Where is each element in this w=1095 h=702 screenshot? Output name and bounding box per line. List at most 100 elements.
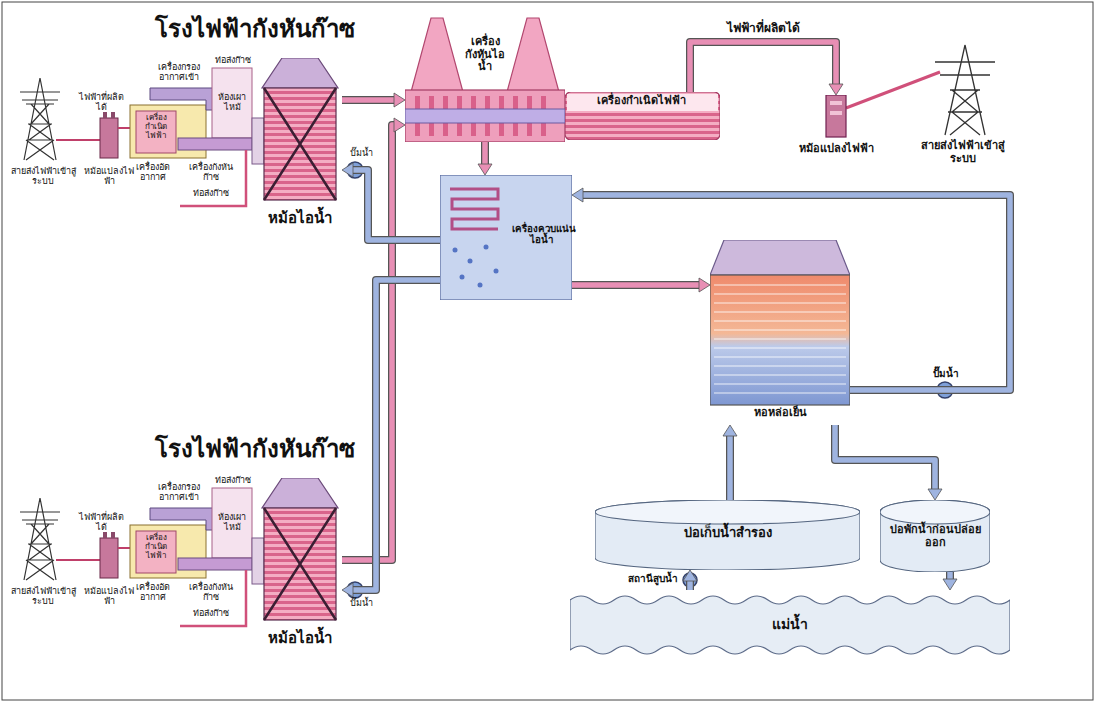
illustration-part: [714, 320, 846, 322]
pipe-line: [690, 42, 836, 92]
illustration-part: [264, 508, 336, 620]
pipe-connector: [683, 570, 697, 590]
arrow-head: [572, 188, 583, 202]
gas-turbine-unit: [20, 488, 264, 626]
pipe-line: [572, 282, 701, 288]
illustration-part: [714, 383, 846, 385]
node-text: เครื่องกังหันไอน้ำ: [461, 36, 509, 74]
illustration-part: [714, 347, 846, 349]
arrow-head: [394, 93, 405, 107]
pipe-outline: [835, 425, 935, 491]
pipe-line: [351, 170, 440, 240]
illustration-part: [478, 283, 483, 288]
illustration-part: [565, 92, 720, 140]
pipe-connector: [943, 572, 957, 590]
pipe-connector: [342, 163, 440, 240]
arrow-head: [342, 163, 353, 177]
illustration-part: [567, 94, 718, 111]
power-wire: [56, 139, 100, 141]
exhaust-duct: [252, 118, 264, 164]
illustration-part: [714, 302, 846, 304]
steam-turbine: เครื่องกังหันไอน้ำ: [405, 10, 565, 142]
illustration-part: [484, 245, 489, 250]
arrow-head: [699, 278, 710, 292]
node-text: หม้อไอน้ำ: [258, 210, 342, 227]
illustration-part: [830, 111, 842, 115]
illustration-part: [714, 356, 846, 358]
part-label: ห้องเผาไหม้: [214, 92, 250, 113]
pipe-line: [835, 425, 935, 491]
boiler: หม้อไอน้ำ: [258, 478, 342, 654]
part-label: สายส่งไฟฟ้าเข้าสู่ระบบ: [918, 140, 1008, 165]
illustration-part: [714, 311, 846, 313]
node-text: บ่อเก็บน้ำสำรอง: [595, 526, 860, 541]
illustration-part: [714, 365, 846, 367]
river: แม่น้ำ: [570, 590, 1010, 660]
illustration-part: [880, 500, 990, 524]
pipe-connector: [342, 93, 405, 107]
arrow-head: [342, 583, 353, 597]
part-label: หม้อแปลงไฟฟ้า: [84, 166, 134, 187]
part-label: เครื่องกำเนิดไฟฟ้า: [137, 533, 175, 561]
pipe-line: [482, 142, 488, 166]
illustration-part: [507, 18, 559, 92]
gas-turbine-unit: [20, 68, 264, 206]
part-label: ท่อส่งก๊าซ: [208, 475, 258, 485]
illustration-part: [405, 90, 565, 142]
reservoir-pond: บ่อเก็บน้ำสำรอง: [595, 500, 860, 570]
illustration-part: [262, 58, 338, 88]
arrow-head: [394, 118, 405, 132]
pipe-line: [351, 280, 440, 590]
section-title: โรงไฟฟ้ากังหันก๊าซ: [155, 16, 355, 44]
generator: เครื่องกำเนิดไฟฟ้า: [565, 92, 720, 140]
illustration-part: [826, 95, 846, 137]
illustration-part: [494, 269, 499, 274]
part-label: เครื่องอัดอากาศ: [126, 162, 180, 183]
node-text: เครื่องควบแน่นไอน้ำ: [512, 223, 570, 245]
illustration-part: [570, 596, 1010, 654]
illustration-part: [714, 374, 846, 376]
illustration-part: [714, 338, 846, 340]
power-line: [846, 72, 940, 108]
illustration-part: [411, 18, 463, 92]
part-label: สายส่งไฟฟ้าเข้าสู่ระบบ: [6, 586, 80, 607]
section-title: โรงไฟฟ้ากังหันก๊าซ: [155, 436, 355, 464]
part-label: ไฟฟ้าที่ผลิตได้: [74, 92, 128, 113]
part-label: สายส่งไฟฟ้าเข้าสู่ระบบ: [6, 166, 80, 187]
illustration-part: [264, 88, 336, 200]
node-text: หอหล่อเย็น: [710, 407, 850, 420]
condenser: เครื่องควบแน่นไอน้ำ: [440, 175, 572, 300]
boiler-outline: [258, 58, 342, 234]
transformer: หม้อแปลงไฟฟ้า: [790, 95, 882, 167]
pipe-connector: [342, 280, 440, 597]
boiler-outline: [258, 478, 342, 654]
node-text: แม่น้ำ: [570, 616, 1010, 632]
pipe-line: [342, 97, 396, 103]
discharge-pond: บ่อพักน้ำก่อนปล่อยออก: [880, 500, 990, 572]
pipe-outline: [690, 42, 836, 92]
node-text: หม้อแปลงไฟฟ้า: [790, 143, 882, 156]
bushing: [111, 112, 115, 118]
gas-generator: [136, 111, 176, 153]
illustration-part: [710, 275, 850, 405]
node-text: บ่อพักน้ำก่อนปล่อยออก: [884, 524, 986, 549]
illustration-part: [440, 175, 572, 300]
illustration-part: [453, 248, 458, 253]
boiler: หม้อไอน้ำ: [258, 58, 342, 234]
air-intake-duct: [150, 88, 218, 110]
cooling-tower: หอหล่อเย็น: [710, 240, 850, 425]
pipe-line: [727, 434, 733, 500]
part-label: เครื่องกังหันก๊าซ: [182, 582, 240, 603]
illustration-part: [714, 392, 846, 394]
pipe-connector: [690, 42, 843, 95]
turbine-shaft: [178, 138, 252, 150]
power-wire: [118, 127, 130, 129]
part-label: ท่อส่งก๊าซ: [186, 608, 236, 618]
part-label: ท่อส่งก๊าซ: [208, 55, 258, 65]
combustion-chamber: [212, 68, 252, 138]
pump-label: ปั๊มน้ำ: [344, 148, 378, 158]
illustration-part: [264, 508, 336, 620]
edge-label: ไฟฟ้าที่ผลิตได้: [725, 22, 802, 36]
pipe-outline: [726, 434, 734, 500]
